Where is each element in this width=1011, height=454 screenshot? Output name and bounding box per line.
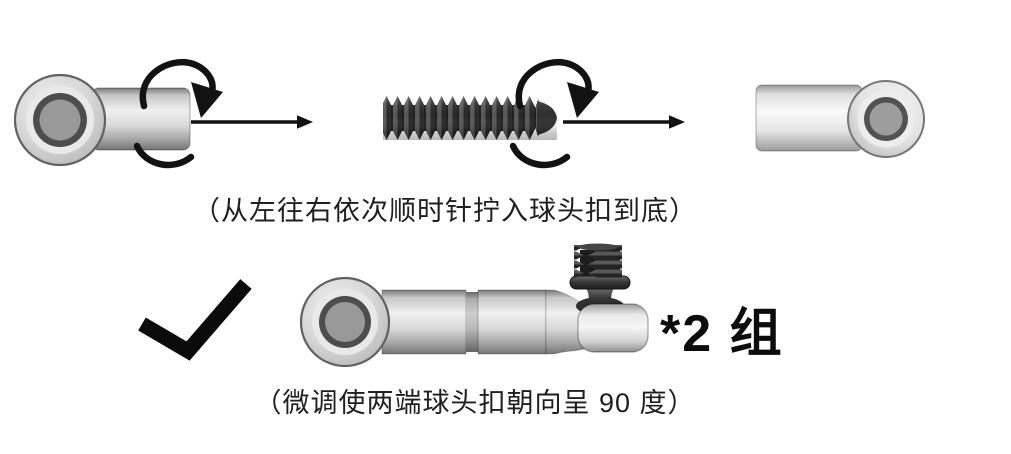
quantity-label: *2 组	[660, 305, 784, 363]
assembled-joint	[466, 292, 478, 352]
assembled-barrel-right	[477, 289, 547, 355]
ball-link-right	[755, 80, 925, 158]
step2-caption: （微调使两端球头扣朝向呈 90 度）	[254, 388, 696, 418]
threaded-rod	[383, 96, 557, 140]
arrow-right-icon	[191, 115, 313, 129]
ball-stud-threads	[574, 245, 622, 279]
assembled-linkage	[299, 243, 649, 368]
rotate-clockwise-icon	[509, 58, 599, 169]
assembled-socket-center	[325, 302, 365, 342]
ball-link-left	[14, 73, 191, 167]
arrow-right-icon	[563, 115, 685, 129]
assembled-cup	[577, 303, 649, 353]
rotate-clockwise-icon	[133, 58, 223, 169]
assembled-barrel-left	[381, 289, 467, 355]
ball-link-left-socket-center	[39, 99, 81, 141]
check-icon	[138, 279, 252, 361]
step1-caption: （从左往右依次顺时针拧入球头扣到底）	[193, 196, 697, 226]
ball-stud-top	[578, 243, 618, 251]
ball-link-right-barrel	[755, 84, 863, 152]
ball-link-right-socket-center	[869, 102, 903, 136]
